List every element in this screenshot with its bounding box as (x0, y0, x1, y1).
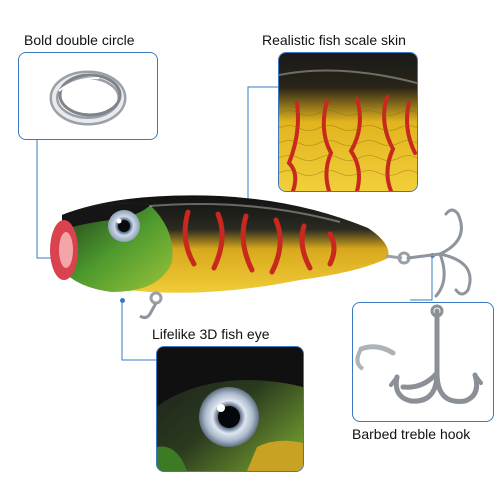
scale-callout-label: Realistic fish scale skin (262, 32, 406, 48)
fish-eye-image (157, 347, 303, 471)
fish-eye-panel (156, 346, 304, 472)
split-ring-panel (18, 52, 158, 140)
treble-hook-image (355, 304, 483, 404)
eye-callout-label: Lifelike 3D fish eye (152, 326, 270, 342)
scale-skin-panel (278, 52, 418, 192)
ring-callout-label: Bold double circle (24, 32, 135, 48)
hook-callout-label: Barbed treble hook (352, 426, 471, 442)
eye-anchor-dot (120, 298, 125, 303)
scale-skin-image (279, 53, 417, 191)
split-ring-image (49, 70, 127, 126)
treble-hook-panel (352, 302, 494, 422)
